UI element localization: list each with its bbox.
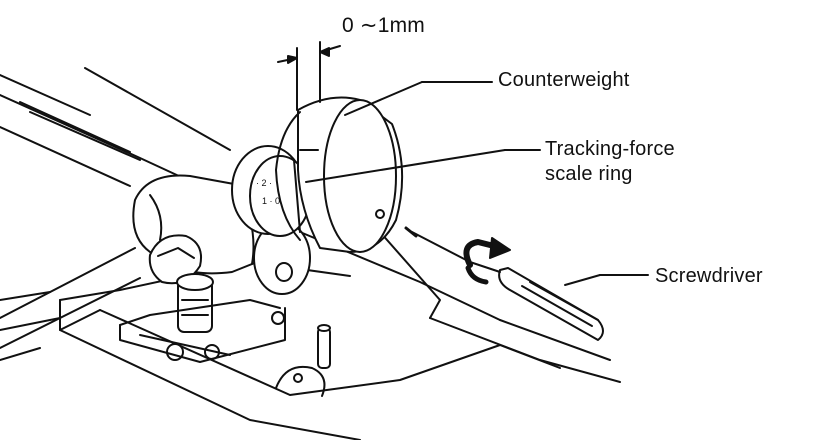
screwdriver <box>404 226 604 341</box>
lateral-screw <box>119 234 286 363</box>
dimension-label: 0 ∼1mm <box>342 14 425 37</box>
arm-rest-post <box>275 324 331 397</box>
leader-lines <box>305 81 649 286</box>
counterweight-label: Counterweight <box>498 69 630 91</box>
svg-text:1 · 0: 1 · 0 <box>262 196 280 206</box>
ring-scale-marks: · 2 · <box>256 178 272 188</box>
tracking-force-label-line2: scale ring <box>545 163 633 185</box>
tracking-force-label: Tracking-force scale ring <box>545 137 675 187</box>
screwdriver-label: Screwdriver <box>655 265 763 287</box>
dimension-marker <box>277 41 341 111</box>
tracking-force-label-line1: Tracking-force <box>545 138 675 160</box>
arm-pipe <box>0 247 141 349</box>
base-plate <box>0 67 621 440</box>
